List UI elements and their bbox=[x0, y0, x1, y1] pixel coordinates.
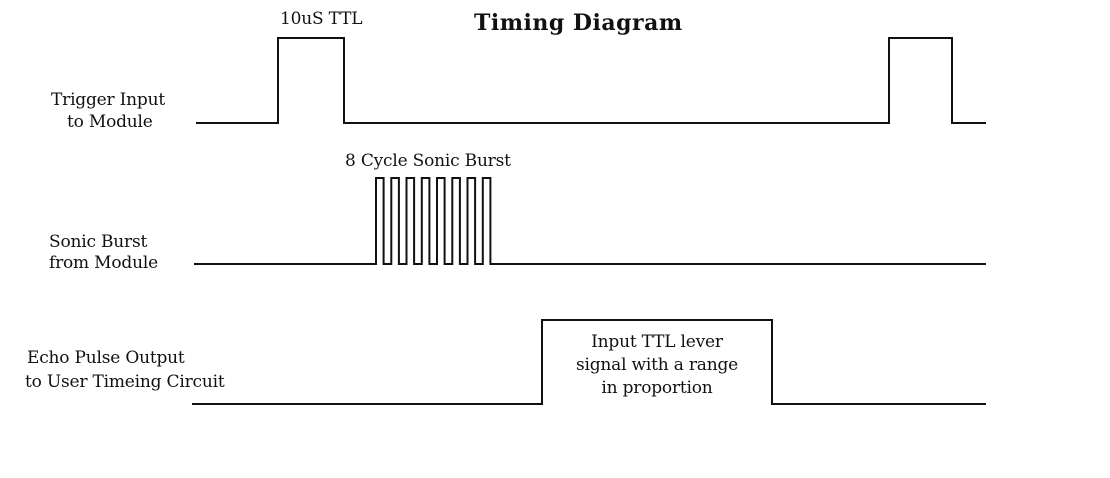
sonic-burst-waveform bbox=[194, 177, 986, 265]
sonic-burst-label-line-1: Sonic Burst bbox=[49, 232, 148, 252]
sonic-burst-label-line-2: from Module bbox=[49, 253, 158, 273]
echo-annotation-line-2: signal with a range bbox=[575, 355, 739, 375]
echo-pulse-waveform bbox=[192, 319, 986, 405]
sonic-burst-annotation: 8 Cycle Sonic Burst bbox=[345, 151, 511, 171]
echo-label-line-1: Echo Pulse Output bbox=[27, 348, 185, 368]
trigger-label-line-2: to Module bbox=[67, 112, 153, 132]
echo-label-line-2: to User Timeing Circuit bbox=[25, 372, 225, 392]
trigger-waveform bbox=[196, 37, 986, 124]
echo-annotation-line-1: Input TTL lever bbox=[591, 332, 723, 352]
echo-annotation-line-3: in proportion bbox=[601, 378, 713, 398]
diagram-title: Timing Diagram bbox=[474, 10, 683, 36]
trigger-label-line-1: Trigger Input bbox=[51, 90, 165, 110]
sonic-burst-line bbox=[194, 177, 986, 265]
trigger-pulse-annotation: 10uS TTL bbox=[280, 9, 363, 29]
